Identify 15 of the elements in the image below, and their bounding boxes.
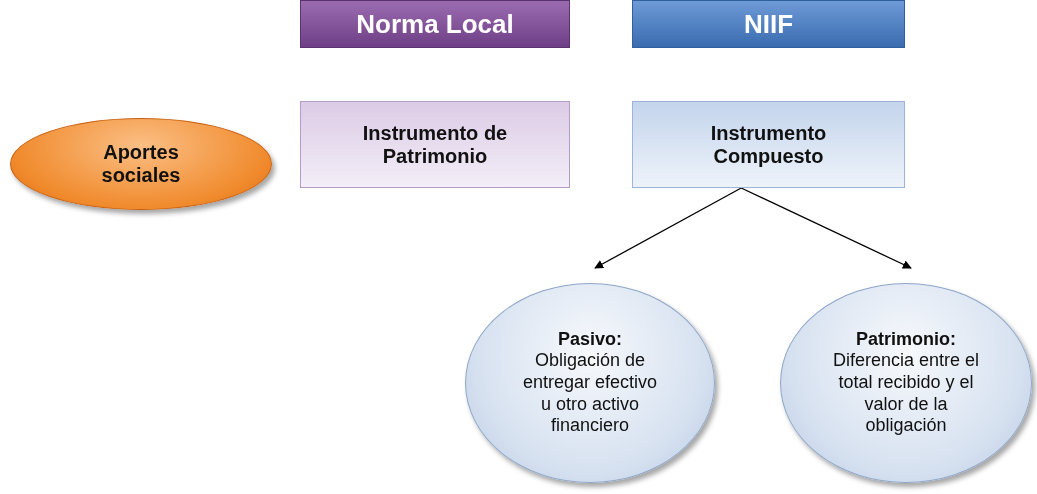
arrow (594, 187, 742, 269)
node-description: Obligación de entregar efectivo u otro activo financiero (521, 350, 659, 437)
node-title: Instrumento de Patrimonio (361, 121, 509, 168)
node-title: Instrumento Compuesto (709, 121, 828, 168)
process-box (300, 101, 570, 188)
header-box (632, 0, 905, 48)
node-title: Patrimonio: (856, 329, 956, 351)
node-title: NIIF (743, 8, 794, 40)
node-description: Diferencia entre el total recibido y el valor de la obligación (831, 350, 981, 437)
node-title: Norma Local (356, 8, 514, 40)
process-box (632, 101, 905, 188)
header-box (300, 0, 570, 48)
arrow (740, 187, 912, 269)
node-title: Pasivo: (558, 329, 622, 351)
node-title: Aportes sociales (100, 141, 182, 187)
